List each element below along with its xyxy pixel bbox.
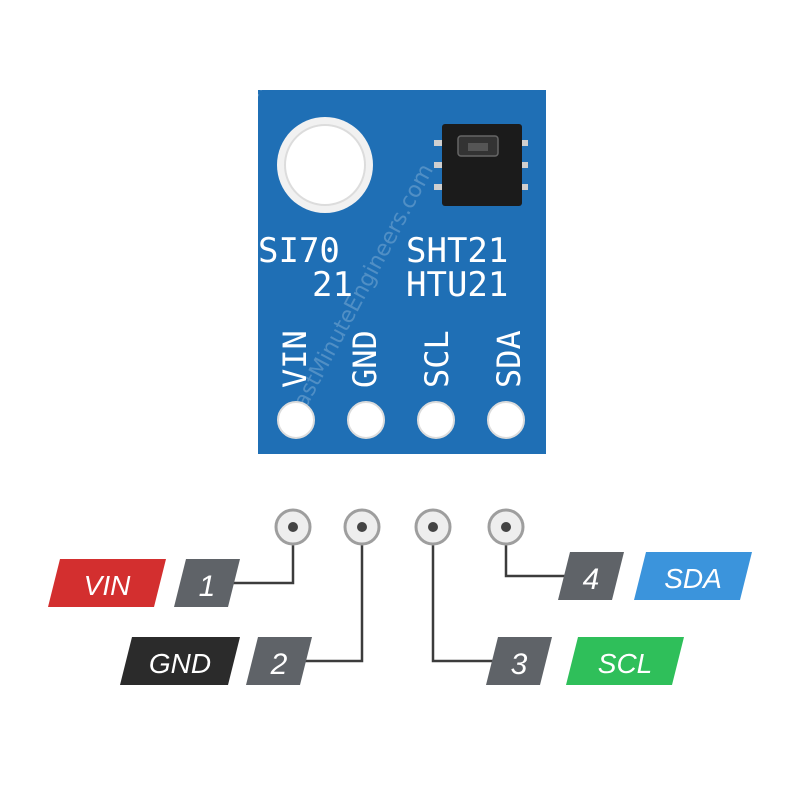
- leader-lines: [230, 543, 566, 663]
- board-pin-label-gnd: GND: [346, 330, 384, 388]
- leader-line-3: [431, 543, 496, 663]
- pin-name-vin: VIN: [84, 570, 131, 601]
- number-tag-1: [174, 559, 240, 607]
- chip-label-21: 21: [312, 265, 353, 305]
- board-pin-label-sda: SDA: [490, 330, 528, 388]
- sensor-chip: [434, 124, 528, 206]
- leader-line-1: [230, 543, 295, 585]
- name-tag-gnd: [120, 637, 240, 685]
- terminal-4: [487, 508, 525, 546]
- board-pin-label-vin: VIN: [276, 330, 314, 388]
- pin-number-3: 3: [511, 648, 528, 681]
- pin-number-2: 2: [270, 648, 288, 681]
- name-tag-vin: [48, 559, 166, 607]
- board-pads: [277, 401, 525, 439]
- pad-gnd: [347, 401, 385, 439]
- pin-terminals: [274, 508, 525, 546]
- terminal-1: [274, 508, 312, 546]
- pin-name-sda: SDA: [664, 563, 722, 594]
- pin-number-4: 4: [583, 563, 600, 596]
- leader-line-4: [504, 543, 566, 578]
- mounting-hole-inner: [284, 124, 366, 206]
- pin-name-tags: VIN GND SCL SDA: [48, 552, 752, 685]
- number-tag-3: [486, 637, 552, 685]
- pad-sda: [487, 401, 525, 439]
- board-pin-label-scl: SCL: [418, 330, 456, 388]
- leader-line-2: [302, 543, 364, 663]
- name-tag-sda: [634, 552, 752, 600]
- chip-label-si70: SI70: [258, 231, 340, 271]
- terminal-3: [414, 508, 452, 546]
- chip-label-htu21: HTU21: [406, 265, 508, 305]
- chip-label-sht21: SHT21: [406, 231, 508, 271]
- pin-name-gnd: GND: [149, 648, 211, 679]
- number-tag-4: [558, 552, 624, 600]
- pad-vin: [277, 401, 315, 439]
- terminal-2: [343, 508, 381, 546]
- number-tag-2: [246, 637, 312, 685]
- name-tag-scl: [566, 637, 684, 685]
- pad-scl: [417, 401, 455, 439]
- pin-name-scl: SCL: [598, 648, 652, 679]
- pin-number-tags: 1 2 3 4: [174, 552, 624, 685]
- pin-number-1: 1: [199, 570, 216, 603]
- sensor-board: LastMinuteEngineers.com LastMinuteEngine…: [213, 0, 546, 454]
